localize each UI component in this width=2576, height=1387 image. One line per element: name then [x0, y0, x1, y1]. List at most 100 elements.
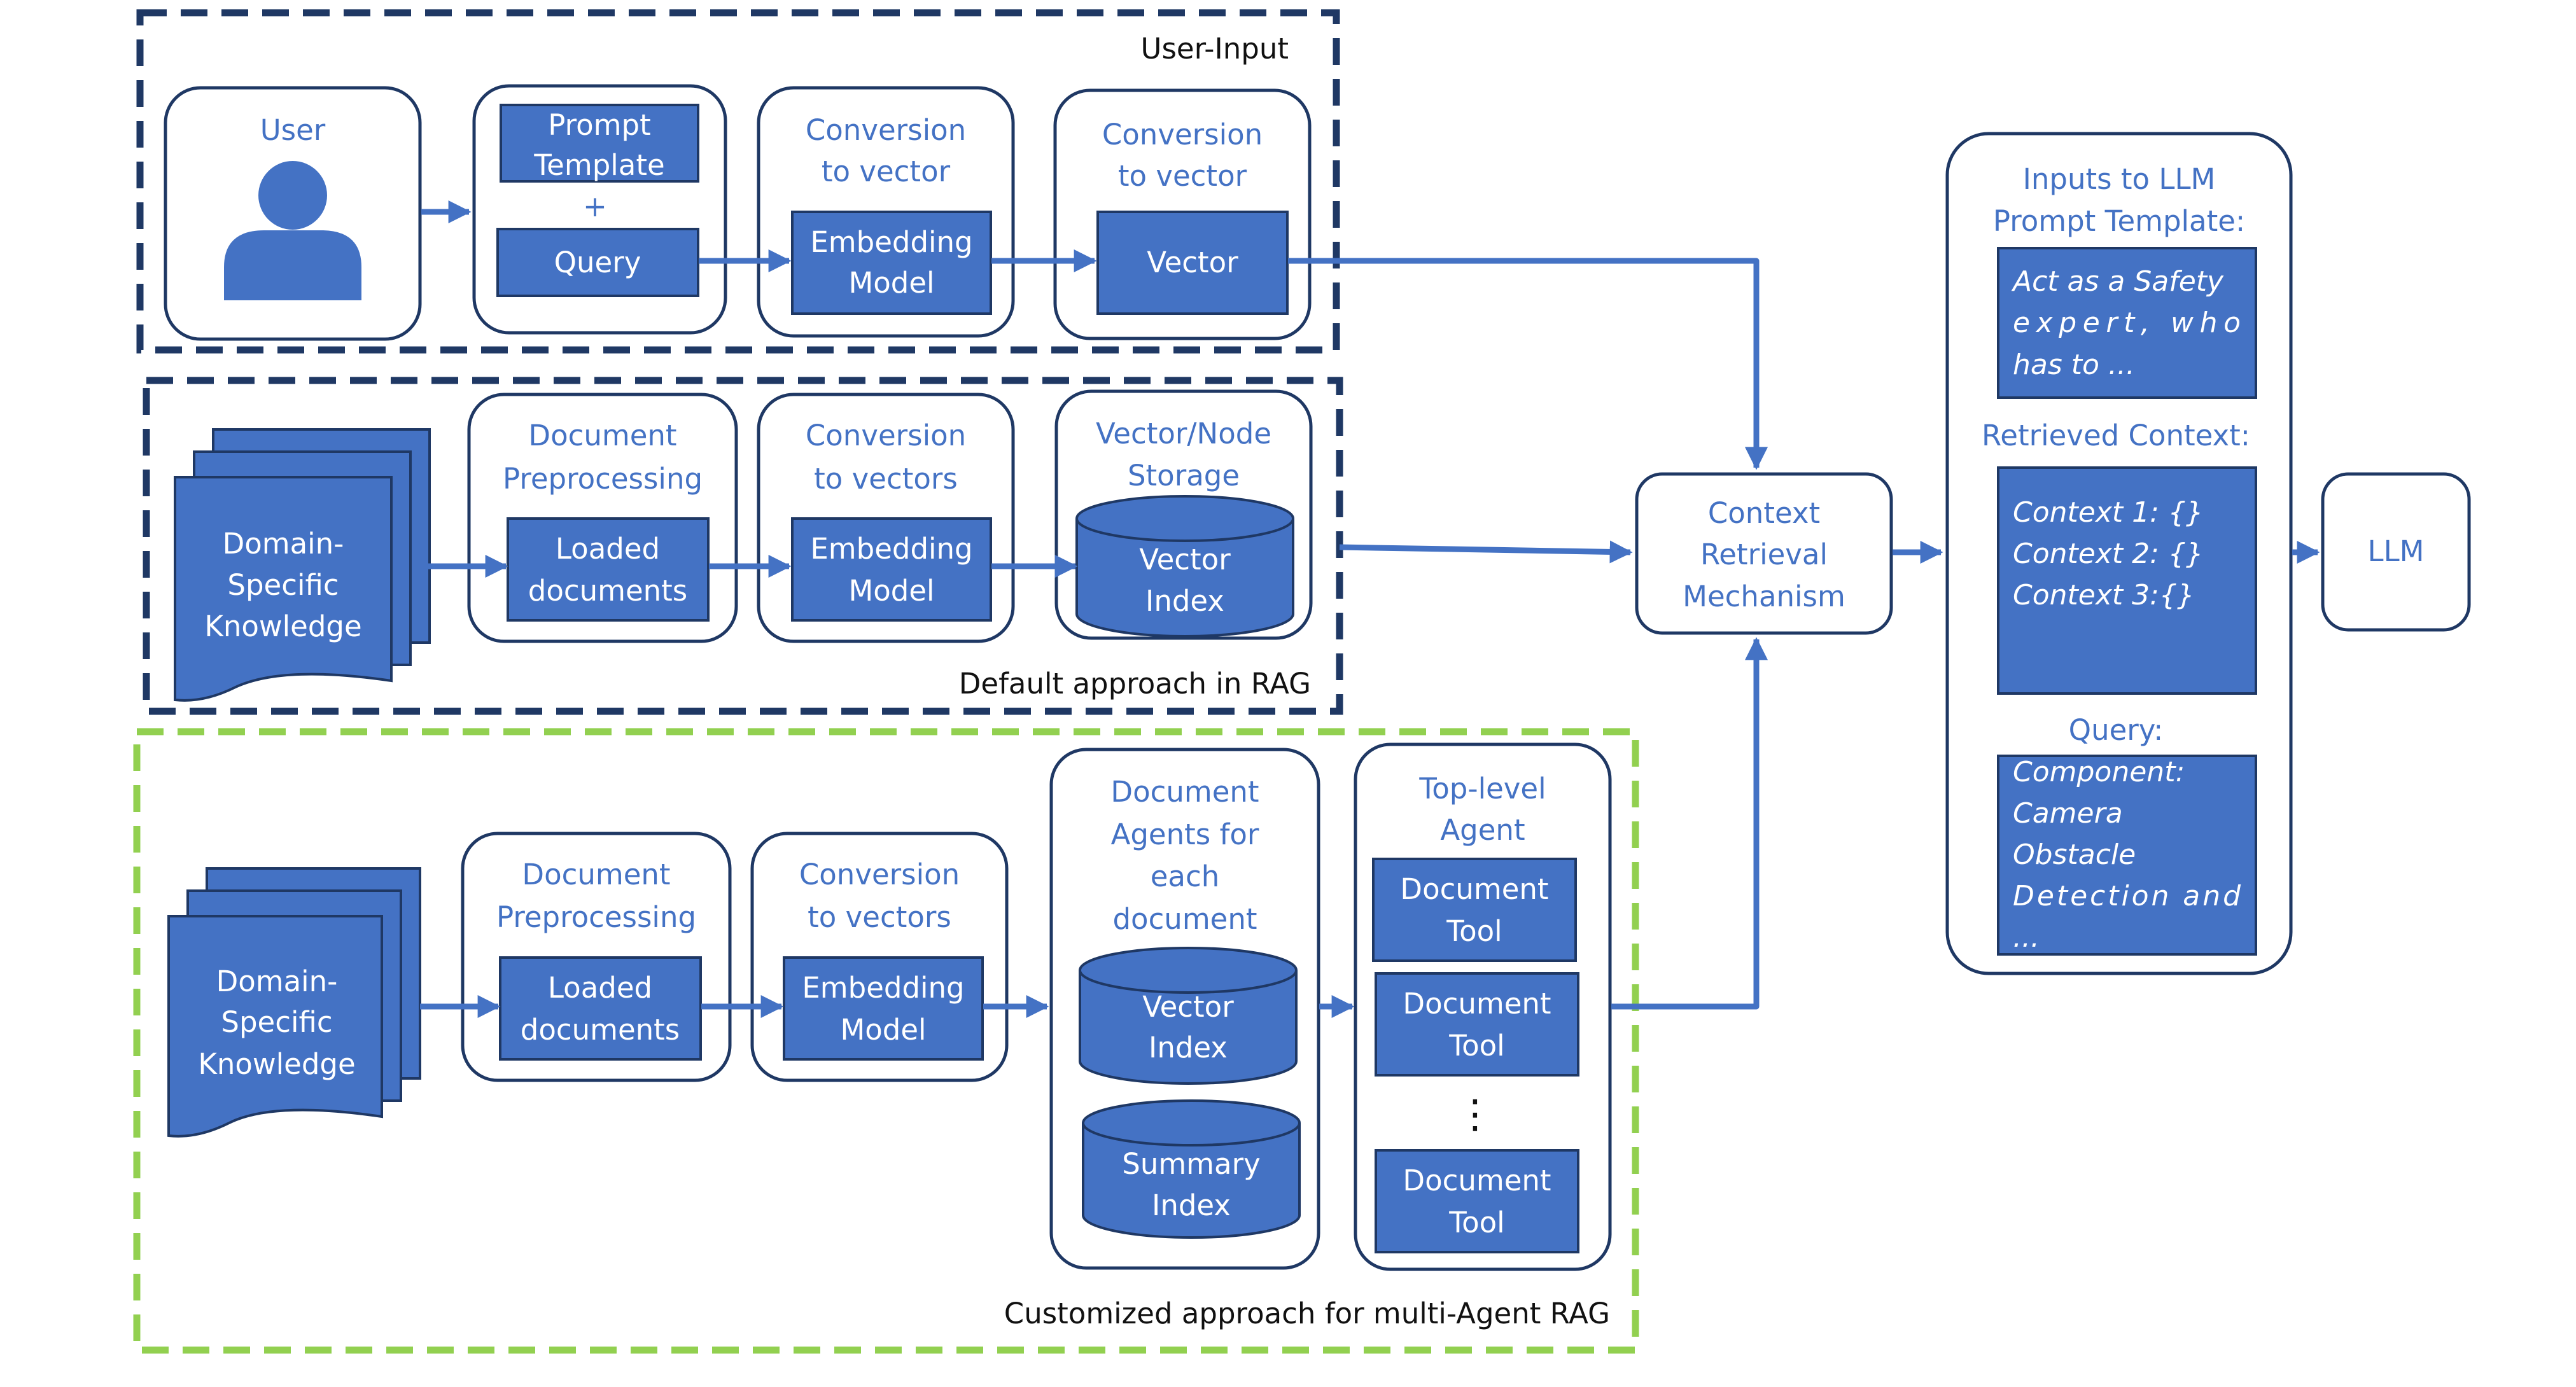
prompt-template-block	[500, 104, 699, 183]
conv1-title-line-2: to vector	[822, 155, 951, 188]
context-1-text: Context 1: {}	[2013, 496, 2204, 529]
embedding-model-block-2	[791, 517, 992, 622]
top-agent-title-line-1: Top-level	[1418, 772, 1546, 805]
embedding-model-1-line-1: Embedding	[810, 225, 972, 259]
embedding-model-block-1	[791, 211, 992, 315]
vector-label: Vector	[1147, 246, 1238, 279]
vector-block	[1096, 211, 1289, 315]
vector-index-1-line-2: Index	[1145, 584, 1224, 618]
knowledge-1-line-2: Specific	[227, 568, 339, 602]
document-tool-2-line-1: Document	[1403, 987, 1551, 1021]
prompt-text-line-2: expert, who	[2013, 307, 2241, 339]
document-tool-block-1	[1372, 858, 1577, 962]
summary-index-cylinder	[1082, 1099, 1301, 1239]
context-list-block	[1997, 466, 2257, 695]
knowledge-1-line-1: Domain-	[223, 527, 344, 561]
knowledge-document-stack-1	[174, 428, 431, 702]
default-rag-group-label: Default approach in RAG	[959, 667, 1311, 700]
embedding-model-2-line-2: Model	[848, 574, 934, 608]
embedding-model-3-line-1: Embedding	[802, 971, 964, 1005]
loaded-documents-2-line-1: Loaded	[548, 971, 652, 1005]
loaded-documents-block-1	[507, 517, 710, 622]
loaded-documents-block-2	[499, 956, 702, 1061]
knowledge-2-line-3: Knowledge	[198, 1047, 355, 1081]
agents-title-line-1: Document	[1110, 775, 1259, 809]
prompt-text-line-1: Act as a Safety	[2011, 265, 2224, 298]
arrow-storage-to-context-retrieval	[1339, 540, 1633, 564]
llm-inputs-title-line-1: Inputs to LLM	[2023, 162, 2216, 196]
loaded-documents-1-line-2: documents	[528, 574, 688, 608]
document-tool-3-line-2: Tool	[1448, 1206, 1504, 1239]
context-retrieval-box	[1635, 472, 1893, 635]
vector-index-2-line-1: Vector	[1142, 990, 1234, 1024]
knowledge-1-line-3: Knowledge	[204, 610, 361, 643]
agents-title-line-3: each	[1151, 860, 1220, 893]
preprocessing-2-title-line-2: Preprocessing	[496, 900, 696, 934]
arrow-vector-to-context-retrieval	[1288, 258, 1768, 470]
tools-ellipsis: ⋮	[1455, 1091, 1495, 1137]
preprocessing-1-title-line-2: Preprocessing	[503, 462, 703, 496]
embedding-model-block-3	[783, 956, 984, 1061]
query-section-label: Query:	[2069, 713, 2164, 747]
knowledge-2-line-1: Domain-	[216, 965, 338, 998]
conv2-title-line-1: Conversion	[1102, 118, 1263, 151]
default-rag-group	[143, 377, 1343, 715]
conv-vectors-2-title-line-1: Conversion	[799, 858, 960, 891]
embedding-model-2-line-1: Embedding	[810, 532, 972, 566]
document-tool-3-line-1: Document	[1403, 1164, 1551, 1197]
query-label: Query	[554, 246, 641, 279]
llm-label: LLM	[2368, 534, 2425, 568]
top-agent-title-line-2: Agent	[1440, 813, 1525, 847]
document-tool-2-line-2: Tool	[1448, 1029, 1504, 1063]
preprocessing-2-title-line-1: Document	[522, 858, 670, 891]
document-tool-block-3	[1375, 1149, 1579, 1253]
storage-title-line-2: Storage	[1128, 459, 1240, 492]
conv1-title-line-1: Conversion	[806, 113, 966, 147]
document-tool-block-2	[1375, 972, 1579, 1077]
vector-index-1-line-1: Vector	[1139, 543, 1231, 576]
user-label: User	[260, 113, 326, 147]
conv-vectors-2-title-line-2: to vectors	[808, 900, 951, 934]
prompt-text-line-3: has to ...	[2013, 349, 2135, 381]
context-3-text: Context 3:{}	[2013, 579, 2195, 611]
query-text-line-2: Camera	[2013, 797, 2123, 830]
prompt-template-line-2: Template	[533, 148, 664, 182]
query-text-line-4: Detection and	[2013, 880, 2241, 912]
user-input-group	[136, 9, 1340, 354]
llm-box	[2321, 472, 2471, 632]
conv2-title-line-2: to vector	[1118, 159, 1247, 193]
multi-agent-group-label: Customized approach for multi-Agent RAG	[1004, 1297, 1610, 1330]
user-icon	[224, 161, 361, 300]
connectors	[420, 200, 2320, 1018]
vector-index-2-line-2: Index	[1149, 1031, 1228, 1064]
loaded-documents-1-line-1: Loaded	[556, 532, 660, 566]
query-text-line-3: Obstacle	[2013, 839, 2136, 871]
document-tool-1-line-1: Document	[1400, 872, 1548, 906]
context-retrieval-line-2: Retrieval	[1700, 538, 1828, 571]
knowledge-document-stack-2	[167, 867, 421, 1138]
storage-title-line-1: Vector/Node	[1096, 417, 1271, 450]
query-text-line-5: ...	[2013, 921, 2040, 954]
summary-index-line-1: Summary	[1122, 1147, 1260, 1181]
query-text-block	[1997, 755, 2257, 956]
vector-index-cylinder-1	[1075, 495, 1294, 638]
query-block	[496, 228, 699, 297]
query-text-line-1: Component:	[2013, 756, 2185, 788]
embedding-model-1-line-2: Model	[848, 266, 934, 300]
prompt-text-block	[1997, 247, 2257, 399]
agents-title-line-4: document	[1112, 902, 1257, 936]
conv-vectors-1-title-line-2: to vectors	[814, 462, 958, 496]
retrieved-context-label: Retrieved Context:	[1982, 419, 2250, 452]
user-input-group-label: User-Input	[1141, 32, 1289, 66]
multi-agent-group	[133, 728, 1639, 1354]
plus-sign: +	[583, 190, 607, 223]
llm-inputs-title-line-2: Prompt Template:	[1993, 204, 2245, 238]
context-retrieval-line-3: Mechanism	[1683, 580, 1845, 613]
conv-vectors-1-title-line-1: Conversion	[806, 419, 966, 452]
loaded-documents-2-line-2: documents	[521, 1013, 680, 1047]
knowledge-2-line-2: Specific	[221, 1005, 332, 1039]
arrow-top-agent-to-context-retrieval	[1611, 637, 1768, 1010]
preprocessing-1-title-line-1: Document	[528, 419, 676, 452]
document-tool-1-line-2: Tool	[1446, 914, 1502, 948]
